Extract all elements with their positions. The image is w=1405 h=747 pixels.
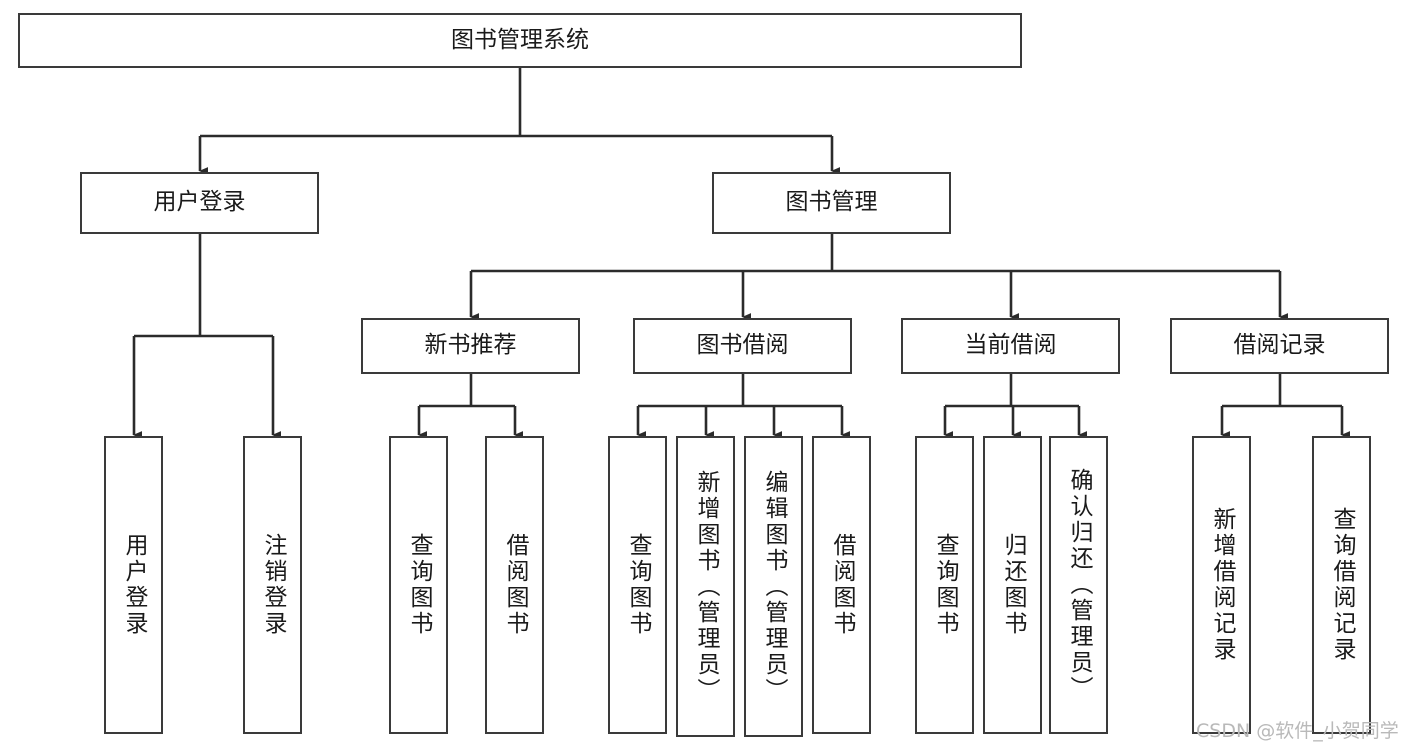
node-leaf_query_book_1[interactable]: 查询图书 xyxy=(389,436,448,734)
node-book_borrow[interactable]: 图书借阅 xyxy=(633,318,852,374)
node-label: 归还图书 xyxy=(1000,533,1026,637)
node-leaf_return_book[interactable]: 归还图书 xyxy=(983,436,1042,734)
node-label: 确认归还（管理员） xyxy=(1066,468,1092,702)
node-label: 查询图书 xyxy=(406,533,432,637)
node-label: 查询图书 xyxy=(625,533,651,637)
node-leaf_user_login[interactable]: 用户登录 xyxy=(104,436,163,734)
node-label: 图书借阅 xyxy=(696,332,789,359)
node-leaf_borrow_book_1[interactable]: 借阅图书 xyxy=(485,436,544,734)
node-leaf_borrow_book_2[interactable]: 借阅图书 xyxy=(812,436,871,734)
node-label: 新增图书（管理员） xyxy=(693,469,719,704)
node-leaf_query_book_3[interactable]: 查询图书 xyxy=(915,436,974,734)
node-leaf_add_book[interactable]: 新增图书（管理员） xyxy=(676,436,735,737)
node-label: 图书管理 xyxy=(785,189,878,216)
node-label: 编辑图书（管理员） xyxy=(761,469,787,704)
node-leaf_add_record[interactable]: 新增借阅记录 xyxy=(1192,436,1251,734)
node-leaf_logout[interactable]: 注销登录 xyxy=(243,436,302,734)
node-label: 借阅记录 xyxy=(1233,332,1326,359)
node-root[interactable]: 图书管理系统 xyxy=(18,13,1022,68)
node-leaf_query_book_2[interactable]: 查询图书 xyxy=(608,436,667,734)
node-label: 新增借阅记录 xyxy=(1209,507,1235,663)
node-book_manage[interactable]: 图书管理 xyxy=(712,172,951,234)
node-label: 借阅图书 xyxy=(829,533,855,637)
node-user_login[interactable]: 用户登录 xyxy=(80,172,319,234)
edge-group xyxy=(132,68,1350,439)
node-new_book_rec[interactable]: 新书推荐 xyxy=(361,318,580,374)
node-leaf_edit_book[interactable]: 编辑图书（管理员） xyxy=(744,436,803,737)
node-label: 查询借阅记录 xyxy=(1329,507,1355,663)
node-label: 借阅图书 xyxy=(502,533,528,637)
node-label: 注销登录 xyxy=(260,533,286,637)
node-label: 当前借阅 xyxy=(964,332,1057,359)
node-leaf_query_record[interactable]: 查询借阅记录 xyxy=(1312,436,1371,734)
node-label: 新书推荐 xyxy=(424,332,517,359)
node-current_borrow[interactable]: 当前借阅 xyxy=(901,318,1120,374)
node-label: 图书管理系统 xyxy=(451,26,589,53)
node-label: 用户登录 xyxy=(121,533,147,637)
node-label: 用户登录 xyxy=(153,189,246,216)
node-leaf_confirm_return[interactable]: 确认归还（管理员） xyxy=(1049,436,1108,734)
node-borrow_record[interactable]: 借阅记录 xyxy=(1170,318,1389,374)
node-label: 查询图书 xyxy=(932,533,958,637)
